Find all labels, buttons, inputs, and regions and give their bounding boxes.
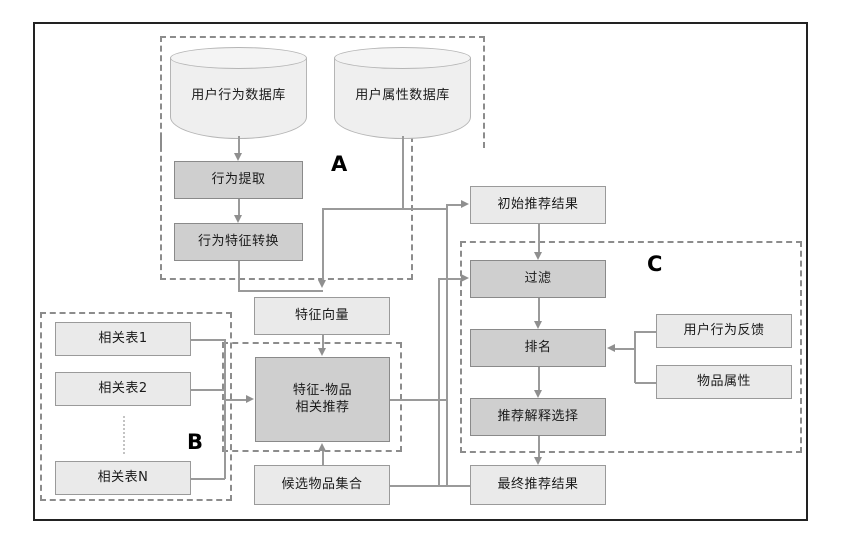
db-user-attribute-label: 用户属性数据库 — [355, 87, 450, 103]
group-box-a-upper — [160, 36, 485, 148]
db-user-behavior: 用户行为数据库 — [170, 47, 307, 139]
cylinder-top — [334, 47, 471, 69]
arrow-fv-to-recommender — [318, 348, 326, 356]
node-initial-recommendation: 初始推荐结果 — [470, 186, 606, 224]
connector-feedback-loop-riser — [438, 278, 440, 486]
arrow-initial-to-filter — [534, 252, 542, 260]
group-box-middle — [222, 342, 402, 452]
node-item-attribute: 物品属性 — [656, 365, 792, 399]
arrow-db1-to-extraction — [234, 153, 242, 161]
arrow-extraction-to-transform — [234, 215, 242, 223]
node-feature-vector: 特征向量 — [254, 297, 390, 335]
node-explanation-selection: 推荐解释选择 — [470, 398, 606, 436]
connector-initial-to-filter — [538, 224, 540, 252]
arrow-feedback-loop-to-filter — [461, 274, 469, 282]
diagram-outer-frame: A B C 用户行为数据库 用户属性数据库 行为提取 行为特征转换 特征向量 相… — [33, 22, 808, 521]
connector-rt2-out — [191, 389, 225, 391]
connector-db2-down — [402, 136, 404, 209]
connector-b-bus — [224, 339, 226, 479]
connector-transform-to-fv-horizontal — [238, 290, 323, 292]
arrow-candidate-to-recommender — [318, 443, 326, 451]
connector-candidate-riser — [446, 399, 448, 486]
db-user-behavior-label: 用户行为数据库 — [191, 87, 286, 103]
connector-db1-to-extraction — [238, 136, 240, 154]
node-behavior-extraction: 行为提取 — [174, 161, 303, 199]
connector-ranking-to-explanation — [538, 367, 540, 390]
node-feature-item-recommend: 特征-物品 相关推荐 — [255, 357, 390, 442]
connector-fv-to-recommender — [322, 335, 324, 348]
arrow-explanation-to-final — [534, 457, 542, 465]
connector-recommender-right — [390, 399, 447, 401]
connector-rtn-out — [191, 478, 225, 480]
cylinder-body — [170, 58, 307, 139]
node-feature-item-recommend-line2: 相关推荐 — [295, 399, 350, 415]
connector-to-initial-recommendation — [446, 204, 462, 206]
connector-db2-to-feature-vector — [322, 208, 324, 280]
connector-right-bus — [634, 331, 636, 383]
connector-feedback-out — [635, 331, 657, 333]
node-user-behavior-feedback: 用户行为反馈 — [656, 314, 792, 348]
arrow-ranking-to-explanation — [534, 390, 542, 398]
connector-explanation-to-final — [538, 436, 540, 457]
node-ranking: 排名 — [470, 329, 606, 367]
group-box-c — [460, 241, 802, 453]
arrow-b-to-recommender — [246, 395, 254, 403]
node-final-recommendation: 最终推荐结果 — [470, 465, 606, 505]
ellipsis-dots — [123, 416, 125, 454]
node-behavior-feature-transform: 行为特征转换 — [174, 223, 303, 261]
node-related-table-n: 相关表N — [55, 461, 191, 495]
arrow-right-bus-to-ranking — [607, 344, 615, 352]
arrow-to-feature-vector — [318, 280, 326, 288]
connector-candidate-right — [390, 485, 447, 487]
connector-item-attr-out — [635, 382, 657, 384]
connector-feedback-loop-to-filter — [438, 278, 462, 280]
node-candidate-item-set: 候选物品集合 — [254, 465, 390, 505]
connector-extraction-to-transform — [238, 199, 240, 215]
connector-final-left — [438, 485, 471, 487]
connector-transform-down — [238, 261, 240, 291]
group-label-a: A — [331, 152, 348, 176]
connector-recommender-riser — [446, 204, 448, 400]
group-box-b — [40, 312, 232, 501]
connector-db2-left — [322, 208, 403, 210]
db-user-attribute: 用户属性数据库 — [334, 47, 471, 139]
arrow-filter-to-ranking — [534, 321, 542, 329]
connector-rt1-out — [191, 339, 225, 341]
node-filter: 过滤 — [470, 260, 606, 298]
cylinder-top — [170, 47, 307, 69]
connector-b-bus-to-recommender — [224, 399, 247, 401]
node-related-table-2: 相关表2 — [55, 372, 191, 406]
node-feature-item-recommend-line1: 特征-物品 — [292, 383, 353, 399]
arrow-to-initial-recommendation — [461, 200, 469, 208]
group-label-c: C — [647, 252, 663, 276]
connector-candidate-to-recommender — [322, 451, 324, 465]
group-label-b: B — [187, 430, 204, 454]
node-related-table-1: 相关表1 — [55, 322, 191, 356]
connector-db2-branch-right — [402, 208, 447, 210]
connector-right-bus-to-ranking — [615, 348, 635, 350]
connector-filter-to-ranking — [538, 298, 540, 321]
